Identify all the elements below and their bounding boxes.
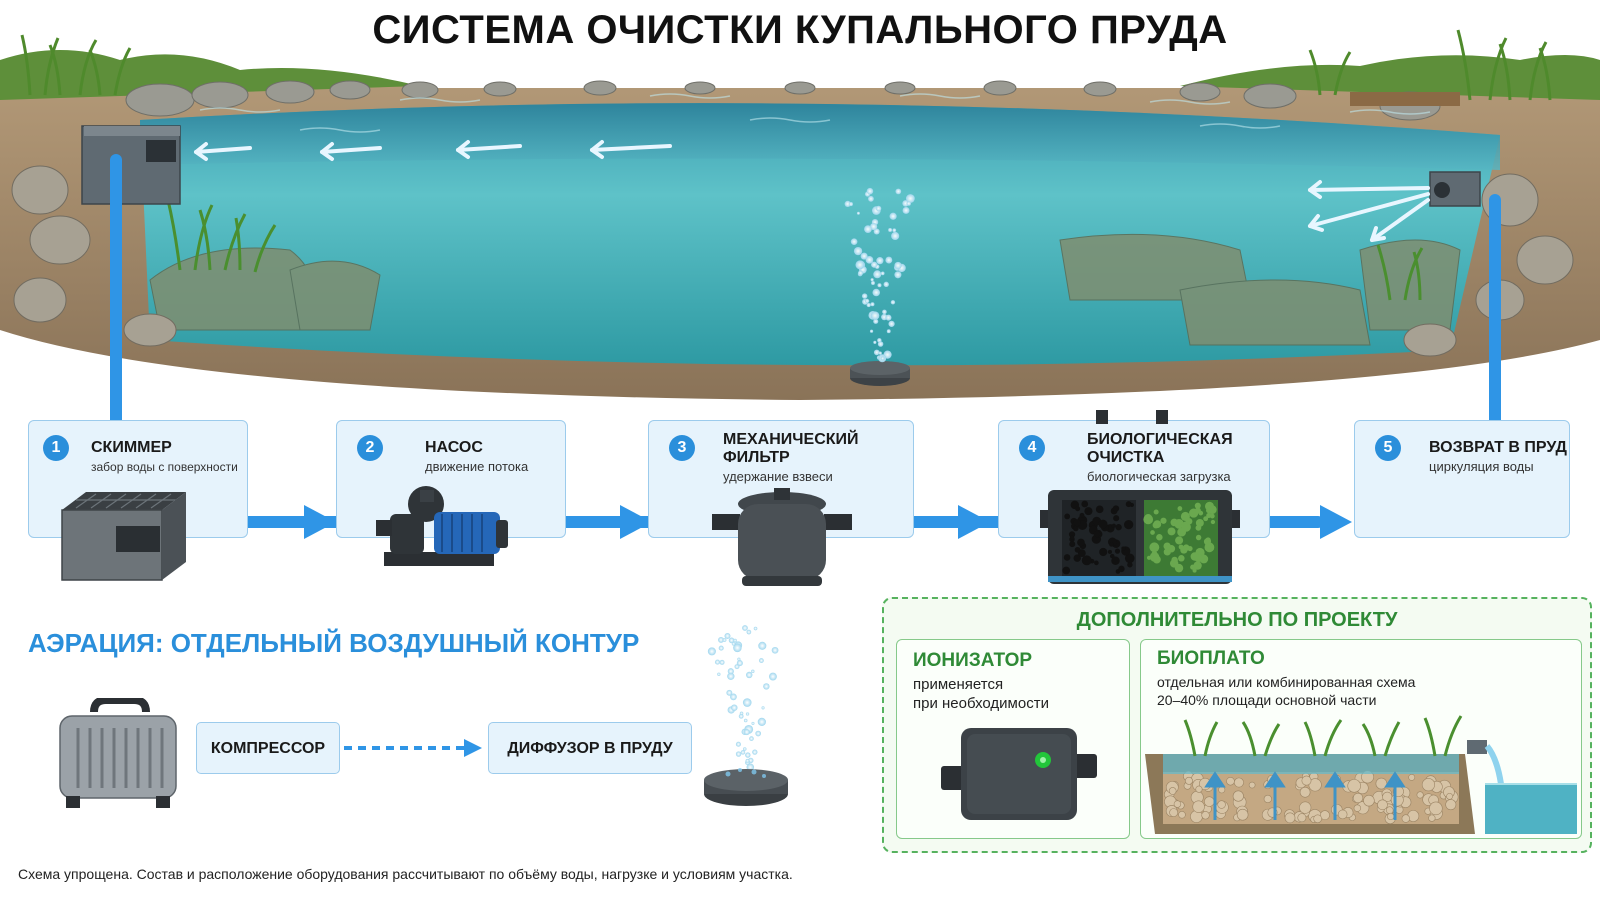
bioplato-title: БИОПЛАТО: [1157, 648, 1265, 669]
pond-diffuser: [850, 361, 910, 386]
aquatic-plants-left: [166, 199, 277, 273]
ionizer-icon: [941, 728, 1097, 820]
bioplato-line1: отдельная или комбинированная схема: [1157, 674, 1416, 690]
skimmer-housing: [81, 125, 181, 205]
pump-icon: [376, 486, 508, 566]
step-title: СКИММЕР: [91, 439, 172, 456]
bioplato-line2: 20–40% площади основной части: [1157, 692, 1377, 708]
aeration-title: АЭРАЦИЯ: ОТДЕЛЬНЫЙ ВОЗДУШНЫЙ КОНТУР: [28, 628, 639, 659]
return-housing: [1429, 171, 1481, 207]
aquatic-plants-right: [1376, 244, 1424, 301]
footnote: Схема упрощена. Состав и расположение об…: [18, 866, 793, 882]
return-flow-arrows: [1308, 180, 1430, 242]
step-subtitle: забор воды с поверхности: [91, 460, 238, 474]
mechanical-filter-icon: [712, 488, 852, 586]
diffuser-label-box: ДИФФУЗОР В ПРУДУ: [488, 722, 692, 774]
extra-panel-title: ДОПОЛНИТЕЛЬНО ПО ПРОЕКТУ: [1076, 609, 1398, 631]
step-title-line1: МЕХАНИЧЕСКИЙ: [723, 431, 859, 448]
water-surface: [140, 103, 1500, 170]
bioplato-card: БИОПЛАТО отдельная или комбинированная с…: [1140, 639, 1582, 839]
step-title-line2: ОЧИСТКА: [1087, 449, 1165, 466]
ionizer-line1: применяется: [913, 676, 1004, 693]
pond-bubbles: [844, 187, 915, 363]
aeration-dashed-arrow: [344, 739, 482, 757]
extra-options-panel: ДОПОЛНИТЕЛЬНО ПО ПРОЕКТУ ИОНИЗАТОР приме…: [882, 597, 1592, 853]
ionizer-line2: при необходимости: [913, 695, 1049, 712]
step-title: ВОЗВРАТ В ПРУД: [1429, 439, 1567, 456]
step-number: 5: [1375, 435, 1401, 461]
step-subtitle: удержание взвеси: [723, 469, 833, 484]
aeration-title-prefix: АЭРАЦИЯ:: [28, 628, 164, 658]
surface-ripples: [199, 93, 1431, 133]
step-subtitle: циркуляция воды: [1429, 459, 1534, 474]
surface-flow-arrows: [194, 140, 672, 161]
step-subtitle: биологическая загрузка: [1087, 469, 1231, 484]
grass-left: [0, 50, 420, 100]
ionizer-card: ИОНИЗАТОР применяется при необходимости: [896, 639, 1130, 839]
wooden-deck: [1350, 92, 1460, 106]
step-subtitle: движение потока: [425, 459, 529, 474]
step-number: 4: [1019, 435, 1045, 461]
pipe-arrows: [304, 505, 1352, 539]
step-number: 1: [43, 435, 69, 461]
aeration-title-rest: ОТДЕЛЬНЫЙ ВОЗДУШНЫЙ КОНТУР: [163, 628, 640, 658]
skimmer-icon: [61, 492, 186, 581]
bio-filter-icon: [1040, 410, 1240, 584]
step-title-line1: БИОЛОГИЧЕСКАЯ: [1087, 431, 1233, 448]
step-card-return: 5 ВОЗВРАТ В ПРУД циркуляция воды: [1354, 420, 1570, 538]
bioplato-icon: [1145, 715, 1577, 834]
bank-stones-left: [11, 165, 177, 347]
compressor-icon: [59, 698, 177, 808]
diffuser-icon: [704, 625, 788, 806]
reeds-left: [20, 34, 132, 96]
step-number: 2: [357, 435, 383, 461]
underwater-rocks: [149, 233, 1461, 346]
step-title: НАСОС: [425, 439, 483, 456]
page-title: СИСТЕМА ОЧИСТКИ КУПАЛЬНОГО ПРУДА: [372, 8, 1228, 52]
step-title-line2: ФИЛЬТР: [723, 449, 790, 466]
ionizer-title: ИОНИЗАТОР: [913, 650, 1033, 671]
compressor-label-box: КОМПРЕССОР: [196, 722, 340, 774]
step-number: 3: [669, 435, 695, 461]
reeds-right: [1308, 29, 1552, 101]
